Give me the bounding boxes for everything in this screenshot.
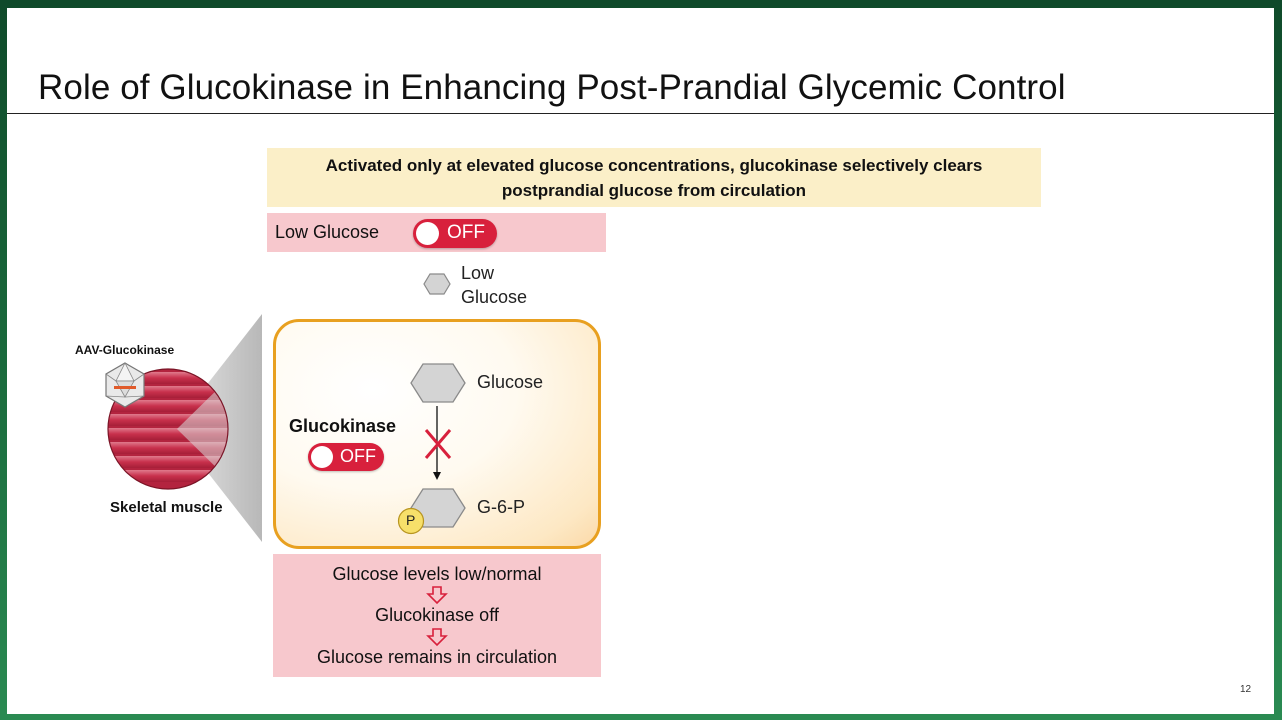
- low-glucose-label-line-2: Glucose: [461, 287, 528, 307]
- phosphate-label: P: [406, 512, 416, 528]
- banner-line-2: postprandial glucose from circulation: [501, 180, 807, 200]
- phosphate-icon: [397, 507, 425, 535]
- page-number: 12: [1240, 684, 1252, 695]
- banner-line-1: Activated only at elevated glucose conce…: [325, 155, 983, 175]
- low-glucose-hexagon-icon: [423, 273, 451, 295]
- toggle-knob: [311, 446, 333, 468]
- summary-line-3: Glucose remains in circulation: [316, 647, 558, 667]
- toggle-off-text: OFF: [447, 222, 485, 243]
- low-glucose-label: Low Glucose: [275, 222, 380, 242]
- down-arrow-icon: [426, 586, 448, 605]
- down-arrow-icon: [426, 628, 448, 647]
- low-glucose-molecule-label: Low Glucose: [461, 261, 527, 309]
- low-glucose-label-line-1: Low: [461, 263, 495, 283]
- slide: Role of Glucokinase in Enhancing Post-Pr…: [7, 8, 1274, 714]
- glucose-hexagon-icon: [410, 363, 466, 403]
- slide-title: Role of Glucokinase in Enhancing Post-Pr…: [38, 68, 1066, 107]
- title-divider: [7, 113, 1274, 114]
- aav-capsid-icon: [105, 362, 145, 408]
- toggle-knob: [416, 222, 439, 245]
- aav-glucokinase-label: AAV-Glucokinase: [75, 343, 175, 357]
- summary-line-1: Glucose levels low/normal: [332, 564, 542, 584]
- skeletal-muscle-label: Skeletal muscle: [110, 499, 223, 516]
- g6p-label: G-6-P: [477, 497, 526, 517]
- summary-line-2: Glucokinase off: [375, 605, 499, 625]
- summary-cascade-box: Glucose levels low/normal Glucokinase of…: [273, 554, 601, 677]
- toggle-off-text: OFF: [340, 446, 376, 466]
- glucokinase-label: Glucokinase: [289, 416, 397, 436]
- glucokinase-off-toggle: OFF: [308, 443, 384, 471]
- low-glucose-bar: Low Glucose OFF: [267, 213, 606, 252]
- blocked-reaction-arrow: [424, 406, 452, 480]
- glucose-label: Glucose: [477, 372, 544, 392]
- low-glucose-off-toggle: OFF: [413, 219, 497, 248]
- key-message-banner: Activated only at elevated glucose conce…: [267, 148, 1041, 207]
